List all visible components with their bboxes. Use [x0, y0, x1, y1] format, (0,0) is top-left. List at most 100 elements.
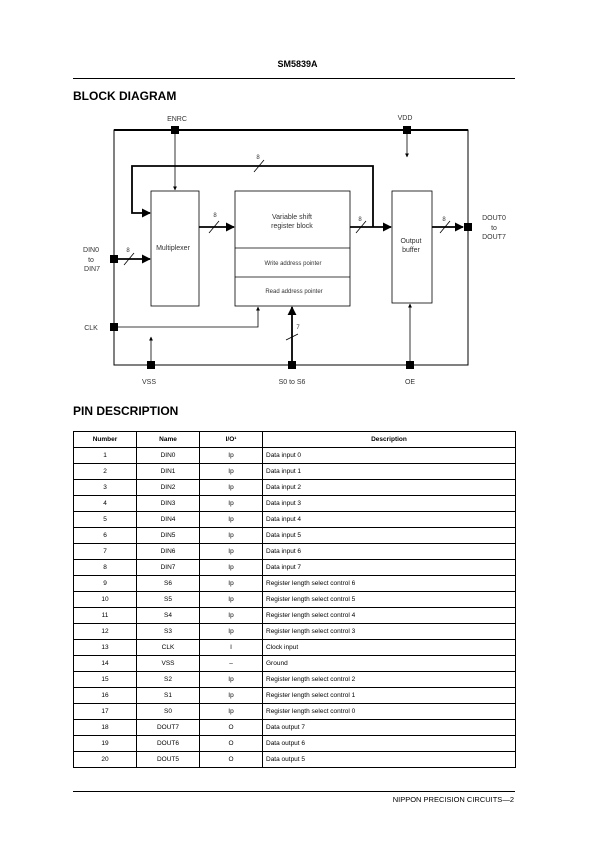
- table-cell: Ip: [199, 703, 263, 720]
- table-cell: Data output 6: [262, 735, 516, 752]
- table-cell: Data input 3: [262, 495, 516, 512]
- table-cell: 3: [73, 479, 137, 496]
- table-cell: O: [199, 719, 263, 736]
- table-cell: 10: [73, 591, 137, 608]
- table-cell: CLK: [136, 639, 200, 656]
- s0s6-pin: [288, 361, 296, 369]
- table-cell: 6: [73, 527, 137, 544]
- table-cell: Ip: [199, 527, 263, 544]
- din-label-line2: to: [88, 257, 94, 264]
- table-cell: 1: [73, 447, 137, 464]
- clk-label: CLK: [84, 325, 98, 332]
- variable-shift-register-block: [234, 190, 351, 307]
- table-cell: S3: [136, 623, 200, 640]
- table-cell: Ip: [199, 479, 263, 496]
- page-header-title: SM5839A: [277, 59, 318, 69]
- table-cell: S1: [136, 687, 200, 704]
- table-cell: S0: [136, 703, 200, 720]
- table-header-row: Number Name I/O¹ Description: [73, 431, 516, 448]
- table-cell: 12: [73, 623, 137, 640]
- table-cell: Ip: [199, 511, 263, 528]
- table-cell: 4: [73, 495, 137, 512]
- table-cell: Register length select control 3: [262, 623, 516, 640]
- table-cell: 18: [73, 719, 137, 736]
- s0s6-label: S0 to S6: [279, 379, 306, 386]
- vsr-label-line2: register block: [271, 223, 313, 230]
- dout-pin: [464, 223, 472, 231]
- vsr-label-line1: Variable shift: [272, 214, 312, 221]
- table-cell: Data input 0: [262, 447, 516, 464]
- table-cell: DIN4: [136, 511, 200, 528]
- table-cell: 14: [73, 655, 137, 672]
- table-cell: Ip: [199, 671, 263, 688]
- feedback-bus-width-label: 8: [256, 155, 260, 161]
- column-header: Description: [262, 431, 516, 448]
- table-cell: DOUT5: [136, 751, 200, 768]
- din-pin: [110, 255, 118, 263]
- table-cell: Data input 6: [262, 543, 516, 560]
- column-header: Name: [136, 431, 200, 448]
- table-cell: 13: [73, 639, 137, 656]
- table-cell: Register length select control 4: [262, 607, 516, 624]
- multiplexer-block: [150, 190, 200, 307]
- table-cell: I: [199, 639, 263, 656]
- table-cell: 17: [73, 703, 137, 720]
- output-buffer-label-line1: Output: [400, 238, 421, 245]
- table-cell: DIN1: [136, 463, 200, 480]
- table-cell: S6: [136, 575, 200, 592]
- table-cell: 5: [73, 511, 137, 528]
- vss-pin: [147, 361, 155, 369]
- table-cell: 15: [73, 671, 137, 688]
- table-cell: Ip: [199, 623, 263, 640]
- oe-pin: [406, 361, 414, 369]
- dout-label-line1: DOUT0: [482, 215, 506, 222]
- table-cell: DOUT7: [136, 719, 200, 736]
- table-cell: S5: [136, 591, 200, 608]
- table-cell: Ip: [199, 447, 263, 464]
- table-cell: S4: [136, 607, 200, 624]
- table-cell: 16: [73, 687, 137, 704]
- table-cell: DIN3: [136, 495, 200, 512]
- enrc-pin: [171, 126, 179, 134]
- table-cell: 8: [73, 559, 137, 576]
- footer-text: NIPPON PRECISION CIRCUITS—2: [392, 795, 514, 804]
- table-cell: DIN2: [136, 479, 200, 496]
- block-diagram: ENRC VDD DIN0 to DIN7 CLK VSS S0 to S6 O…: [83, 115, 506, 386]
- write-pointer-label: Write address pointer: [265, 261, 322, 267]
- header-rule: [73, 78, 515, 79]
- din-label-line3: DIN7: [84, 266, 100, 273]
- table-cell: Data input 4: [262, 511, 516, 528]
- table-cell: O: [199, 735, 263, 752]
- table-cell: 20: [73, 751, 137, 768]
- clk-pin: [110, 323, 118, 331]
- oe-label: OE: [405, 379, 415, 386]
- column-header: I/O¹: [199, 431, 263, 448]
- table-cell: Ip: [199, 687, 263, 704]
- table-cell: S2: [136, 671, 200, 688]
- table-cell: VSS: [136, 655, 200, 672]
- table-cell: DIN5: [136, 527, 200, 544]
- table-cell: 2: [73, 463, 137, 480]
- table-cell: Data input 2: [262, 479, 516, 496]
- column-header: Number: [73, 431, 137, 448]
- table-cell: DIN7: [136, 559, 200, 576]
- table-cell: Ip: [199, 559, 263, 576]
- table-cell: Register length select control 6: [262, 575, 516, 592]
- table-cell: DIN0: [136, 447, 200, 464]
- table-cell: Ground: [262, 655, 516, 672]
- output-buffer-label-line2: buffer: [402, 247, 420, 254]
- dout-bus-width-label: 8: [442, 217, 446, 223]
- table-cell: Ip: [199, 591, 263, 608]
